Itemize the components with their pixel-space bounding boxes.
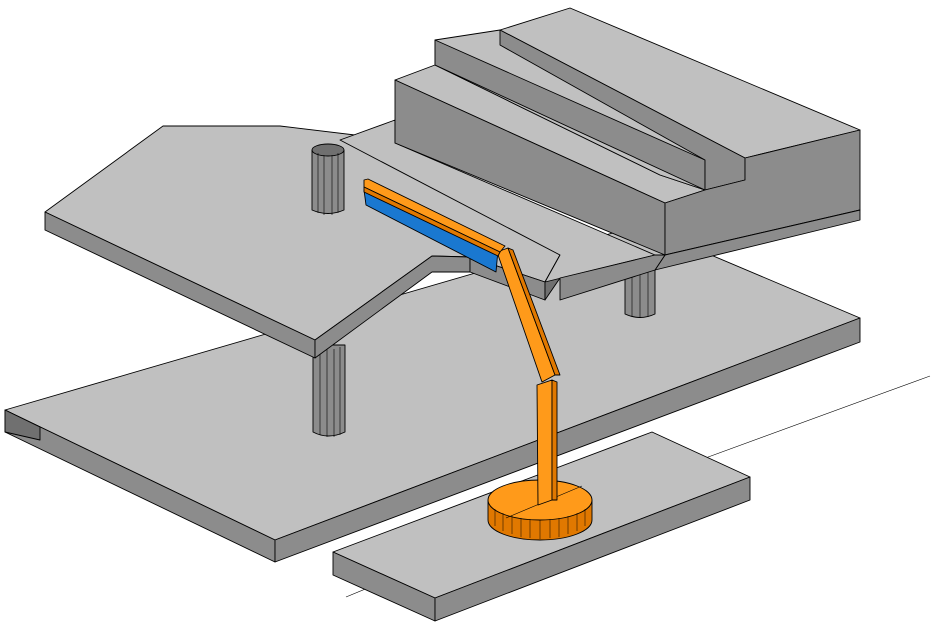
crane-boom-lower xyxy=(536,379,558,506)
support-column-front xyxy=(312,344,346,437)
support-column-left xyxy=(311,143,345,215)
support-column-right xyxy=(624,267,656,318)
crane-jib xyxy=(363,178,506,257)
lower-deck-slab xyxy=(4,224,861,563)
stepped-roof-block xyxy=(339,7,861,301)
crane-boom-upper xyxy=(496,247,561,383)
